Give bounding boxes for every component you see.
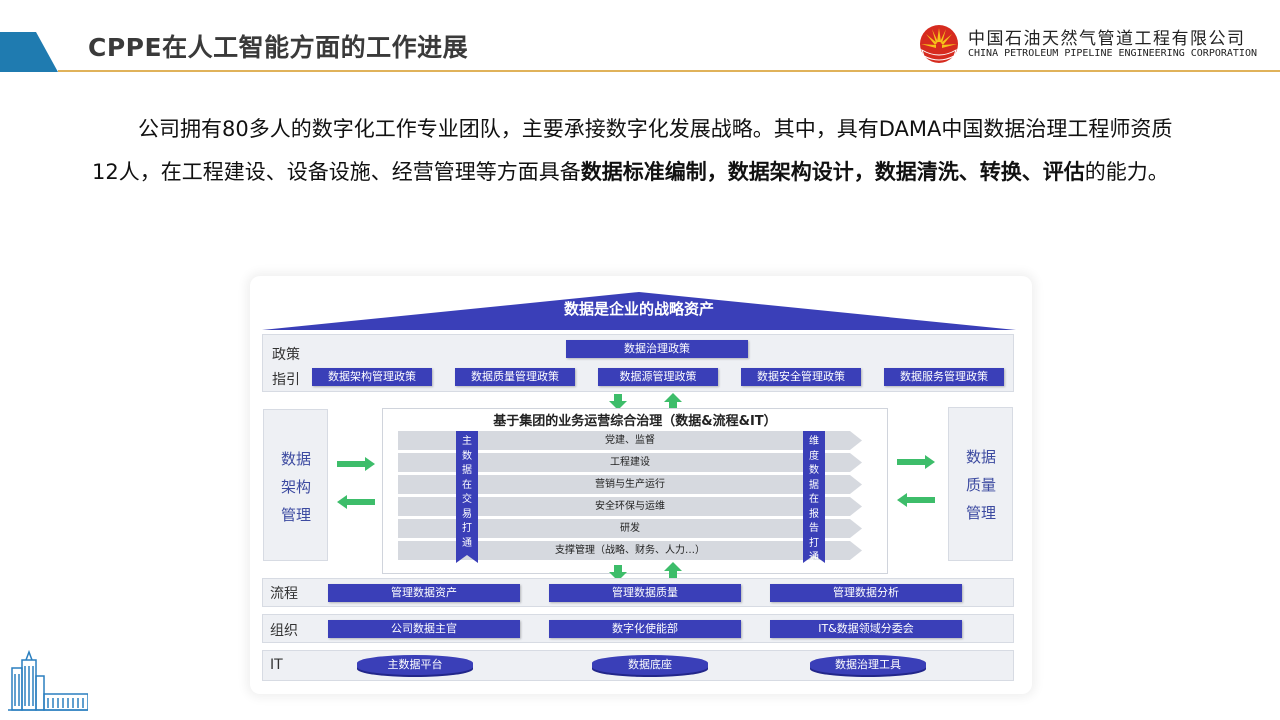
arrow-up-icon — [664, 562, 682, 578]
business-row-label: 营销与生产运行 — [595, 479, 665, 490]
business-row-6: 支撑管理（战略、财务、人力…） — [398, 541, 862, 560]
business-row-label: 工程建设 — [610, 457, 650, 468]
header-accent-shape — [0, 32, 58, 72]
left-side-box — [263, 409, 328, 561]
arrow-left-icon — [337, 495, 375, 509]
org-item-1: 公司数据主官 — [328, 620, 520, 638]
policy-item-1: 数据架构管理政策 — [312, 368, 432, 386]
org-item-2: 数字化使能部 — [549, 620, 741, 638]
roof-title: 数据是企业的战略资产 — [563, 300, 714, 318]
company-name-en: CHINA PETROLEUM PIPELINE ENGINEERING COR… — [968, 48, 1257, 59]
business-row-1: 党建、监督 — [398, 431, 862, 450]
arrow-right-icon — [897, 455, 935, 469]
policy-top-bar: 数据治理政策 — [566, 340, 748, 358]
process-item-3: 管理数据分析 — [770, 584, 962, 602]
page-title: CPPE在人工智能方面的工作进展 — [88, 33, 469, 62]
policy-item-4: 数据安全管理政策 — [741, 368, 861, 386]
paragraph-text-2: 的能力。 — [1084, 160, 1169, 184]
dimension-data-banner: 维度数据在报告打通 — [803, 431, 825, 563]
center-title: 基于集团的业务运营综合治理（数据&流程&IT） — [493, 414, 777, 429]
org-item-3: IT&数据领域分委会 — [770, 620, 962, 638]
it-item-1: 主数据平台 — [357, 655, 473, 675]
policy-item-2: 数据质量管理政策 — [455, 368, 575, 386]
paragraph-text-1: 公司拥有80多人的数字化工作专业团队，主要承接数字化发展战略。其中，具有DAMA… — [92, 117, 1173, 184]
business-row-label: 党建、监督 — [605, 435, 655, 446]
right-label-3: 管理 — [965, 504, 996, 522]
policy-item-5: 数据服务管理政策 — [884, 368, 1004, 386]
master-data-banner: 主数据在交易打通 — [456, 431, 478, 563]
arrow-down-icon — [609, 565, 627, 581]
process-item-1: 管理数据资产 — [328, 584, 520, 602]
left-label-2: 架构 — [280, 478, 311, 496]
business-row-5: 研发 — [398, 519, 862, 538]
policy-item-3: 数据源管理政策 — [598, 368, 718, 386]
right-label-1: 数据 — [965, 448, 996, 466]
it-item-2: 数据底座 — [592, 655, 708, 675]
roof-triangle — [262, 292, 1016, 330]
policy-label-2: 指引 — [272, 372, 300, 388]
left-label-3: 管理 — [280, 506, 311, 524]
arrow-left-icon — [897, 493, 935, 507]
header-divider — [58, 70, 1280, 72]
company-logo-icon — [920, 25, 958, 63]
intro-paragraph: 公司拥有80多人的数字化工作专业团队，主要承接数字化发展战略。其中，具有DAMA… — [92, 108, 1192, 194]
business-row-label: 研发 — [620, 523, 640, 534]
arrow-down-icon — [609, 394, 627, 410]
arrow-right-icon — [337, 457, 375, 471]
right-side-box — [948, 407, 1013, 561]
org-label: 组织 — [270, 623, 298, 639]
business-row-label: 安全环保与运维 — [595, 501, 665, 512]
business-row-3: 营销与生产运行 — [398, 475, 862, 494]
master-data-banner-text: 主数据在交易打通 — [462, 436, 472, 549]
process-item-2: 管理数据质量 — [549, 584, 741, 602]
right-label-2: 质量 — [965, 476, 996, 494]
left-label-1: 数据 — [280, 450, 311, 468]
paragraph-bold-text: 数据标准编制，数据架构设计，数据清洗、转换、评估 — [580, 160, 1085, 184]
it-label: IT — [270, 657, 283, 673]
business-row-4: 安全环保与运维 — [398, 497, 862, 516]
dimension-data-banner-text: 维度数据在报告打通 — [809, 436, 819, 563]
arrow-up-icon — [664, 393, 682, 409]
building-decoration-icon — [8, 650, 88, 711]
company-name-cn: 中国石油天然气管道工程有限公司 — [968, 29, 1246, 49]
business-row-2: 工程建设 — [398, 453, 862, 472]
it-item-3: 数据治理工具 — [810, 655, 926, 675]
process-label: 流程 — [270, 586, 298, 602]
policy-label-1: 政策 — [272, 347, 300, 363]
business-row-label: 支撑管理（战略、财务、人力…） — [555, 545, 705, 556]
